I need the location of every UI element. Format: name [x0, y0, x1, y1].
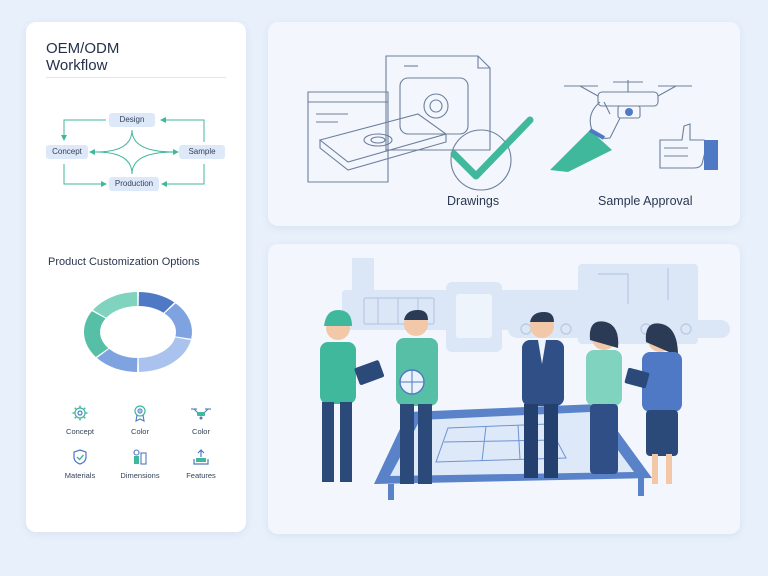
option-label: Color	[131, 427, 149, 436]
tools-icon	[133, 449, 147, 465]
drawings-label: Drawings	[447, 194, 500, 208]
donut-segment-5	[92, 292, 138, 318]
drone-icon	[191, 408, 211, 420]
workflow-title-line2: Workflow	[46, 57, 108, 74]
workflow-panel: OEM/ODM Workflow Design Concep	[26, 22, 246, 532]
donut-segment-0	[138, 292, 175, 313]
node-production: Production	[109, 177, 159, 191]
node-design: Design	[109, 113, 155, 127]
title-divider	[46, 77, 226, 78]
option-color[interactable]: Color	[112, 404, 168, 436]
option-features[interactable]: Features	[173, 448, 229, 480]
option-materials[interactable]: Materials	[52, 448, 108, 480]
award-icon	[134, 405, 146, 422]
sample-approval-label: Sample Approval	[598, 194, 693, 208]
workflow-title-line1: OEM/ODM	[46, 40, 120, 57]
customization-title: Product Customization Options	[48, 256, 200, 268]
workflow-arrows	[61, 117, 205, 187]
option-label: Concept	[66, 427, 94, 436]
option-label: Color	[192, 427, 210, 436]
donut-segment-4	[84, 311, 109, 357]
customization-donut	[84, 292, 192, 372]
option-label: Features	[186, 471, 216, 480]
gear-icon	[72, 405, 88, 421]
shield-icon	[73, 449, 87, 465]
factory-team-illustration	[320, 258, 730, 500]
donut-segment-3	[96, 348, 138, 372]
option-color-drone[interactable]: Color	[173, 404, 229, 436]
drawings-illustration	[307, 55, 534, 191]
process-panel: Drawings Sample Approval	[268, 22, 740, 226]
option-label: Dimensions	[120, 471, 160, 480]
workflow-title: OEM/ODM Workflow	[46, 40, 226, 74]
option-concept[interactable]: Concept	[52, 404, 108, 436]
option-dimensions[interactable]: Dimensions	[112, 448, 168, 480]
node-sample: Sample	[179, 145, 225, 159]
option-label: Materials	[64, 471, 96, 480]
team-panel	[268, 244, 740, 534]
node-concept: Concept	[46, 145, 88, 159]
donut-segment-1	[164, 303, 192, 339]
upload-tray-icon	[193, 449, 209, 465]
donut-segment-2	[138, 337, 191, 372]
sample-approval-illustration	[550, 80, 718, 172]
